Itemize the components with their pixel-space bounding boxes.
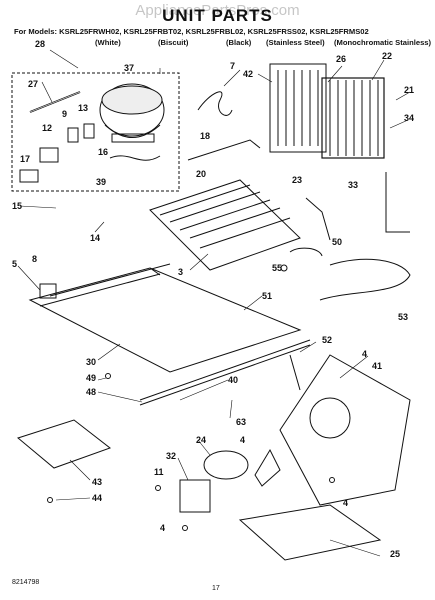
callout-48: 48 <box>86 387 97 397</box>
compressor-group-box <box>11 72 180 192</box>
callout-11: 11 <box>154 467 164 477</box>
callout-23: 23 <box>292 175 303 185</box>
callout-33: 33 <box>348 180 359 190</box>
callout-4-right: 4 <box>343 498 349 508</box>
callout-21: 21 <box>404 85 415 95</box>
callout-43: 43 <box>92 477 103 487</box>
screw-44 <box>47 497 53 503</box>
callout-27: 27 <box>28 79 39 89</box>
callout-44: 44 <box>92 493 103 503</box>
rail-40 <box>139 339 311 401</box>
bracket-5 <box>39 283 57 299</box>
filter-drier <box>29 91 81 113</box>
bracket-32 <box>179 479 211 513</box>
base-frame <box>28 263 302 373</box>
callout-13: 13 <box>78 103 89 113</box>
callout-28: 28 <box>35 39 46 49</box>
callout-5: 5 <box>12 259 18 269</box>
start-device <box>19 169 39 183</box>
watermark-text: AppliancePartsPros.com <box>135 2 300 19</box>
finish-white: (White) <box>95 38 121 47</box>
callout-39: 39 <box>96 177 107 187</box>
callout-41: 41 <box>372 361 383 371</box>
tube-18 <box>187 139 261 161</box>
finish-monochromatic: (Monochromatic Stainless) <box>334 38 432 47</box>
finish-stainless: (Stainless Steel) <box>266 38 325 47</box>
callout-37: 37 <box>124 63 135 73</box>
bolt-52 <box>289 354 301 391</box>
callout-31: 53 <box>398 312 409 322</box>
callout-30: 30 <box>86 357 97 367</box>
fan-motor <box>203 450 249 480</box>
footer-part-number: 8214798 <box>12 579 40 586</box>
screw-49 <box>105 373 111 379</box>
callout-40: 40 <box>228 375 239 385</box>
screw-4a <box>182 525 188 531</box>
callout-12: 12 <box>42 123 53 133</box>
callout-26: 26 <box>336 54 347 64</box>
callout-34: 34 <box>404 113 415 123</box>
leader-lines <box>17 49 411 557</box>
overload <box>67 127 79 143</box>
callout-63: 63 <box>236 417 247 427</box>
callout-22: 22 <box>382 51 393 61</box>
compressor <box>99 83 165 143</box>
clip-50 <box>289 247 323 257</box>
callout-20: 20 <box>196 169 207 179</box>
relay <box>39 147 59 163</box>
callout-52: 52 <box>322 335 333 345</box>
callout-7: 7 <box>230 61 236 71</box>
callout-3: 3 <box>178 267 184 277</box>
page-title: UNIT PARTS <box>162 6 273 25</box>
callout-42: 42 <box>243 69 254 79</box>
callout-51: 51 <box>262 291 273 301</box>
callout-14: 14 <box>90 233 101 243</box>
condenser <box>269 63 327 153</box>
harness-31 <box>319 258 411 301</box>
wire-23 <box>305 197 331 241</box>
footer-page-number: 17 <box>212 585 220 592</box>
callout-17: 17 <box>20 154 31 164</box>
callout-50: 50 <box>332 237 343 247</box>
callout-4-fan: 4 <box>240 435 246 445</box>
callout-32: 32 <box>166 451 177 461</box>
callout-16: 16 <box>98 147 109 157</box>
fan-blade <box>254 448 281 487</box>
harness-16 <box>109 155 161 161</box>
callout-9: 9 <box>62 109 68 119</box>
callout-18: 18 <box>200 131 211 141</box>
heat-exchanger-grid <box>149 179 301 271</box>
callout-55: 55 <box>272 263 283 273</box>
finish-black: (Black) <box>226 38 252 47</box>
finish-biscuit: (Biscuit) <box>158 38 189 47</box>
callout-24: 24 <box>196 435 207 445</box>
callout-8: 8 <box>32 254 38 264</box>
callout-49: 49 <box>86 373 97 383</box>
evaporator <box>321 77 385 159</box>
drain-pan <box>238 504 382 561</box>
screw-11 <box>155 485 161 491</box>
wire-33 <box>385 172 410 233</box>
callout-4-bottom: 4 <box>160 523 166 533</box>
screw-55 <box>280 264 288 272</box>
screw-4b <box>329 477 335 483</box>
callout-4: 4 <box>362 349 368 359</box>
callout-15: 15 <box>12 201 23 211</box>
tube-7 <box>197 91 233 116</box>
models-line: For Models: KSRL25FRWH02, KSRL25FRBT02, … <box>14 27 369 36</box>
fan-shroud <box>279 354 411 506</box>
cover-plate <box>16 419 112 469</box>
callout-25: 25 <box>390 549 401 559</box>
cover <box>83 123 95 139</box>
